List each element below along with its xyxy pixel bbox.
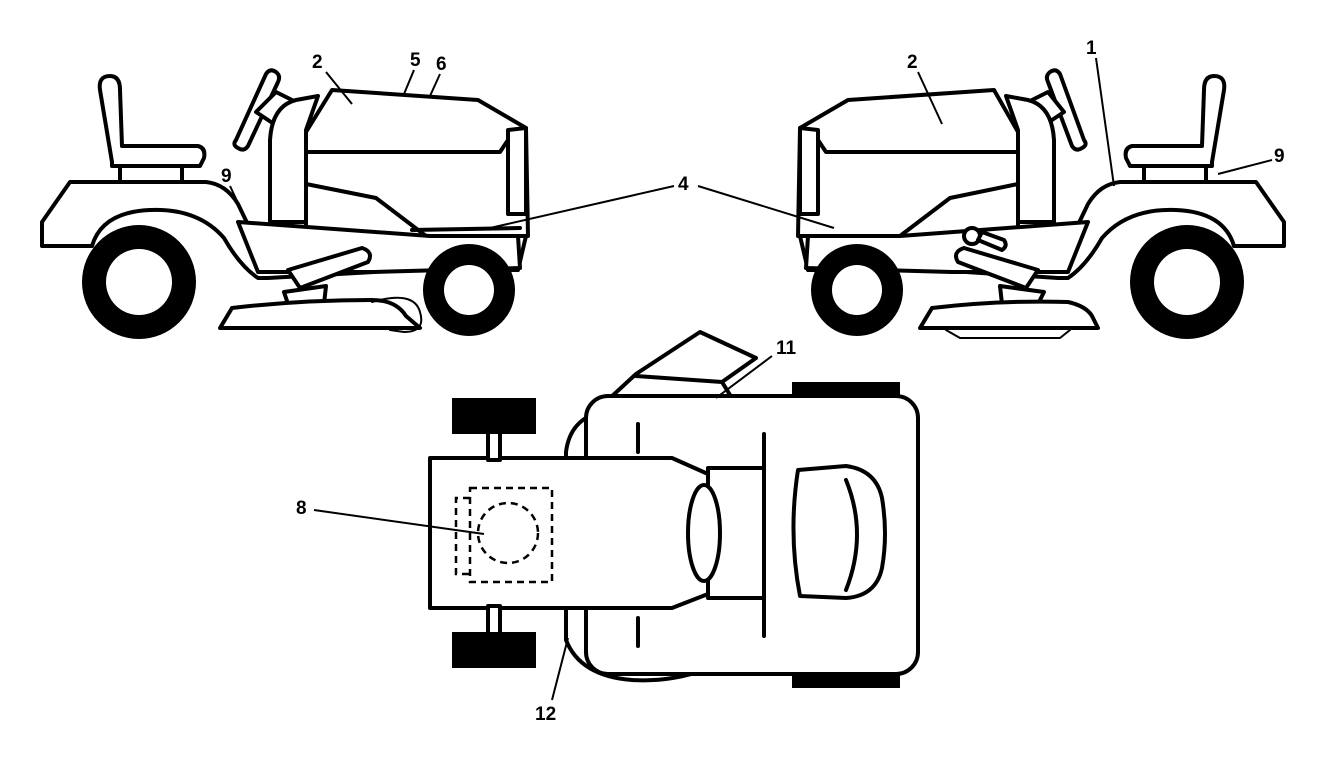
callout-label: 9	[221, 166, 232, 187]
left-side-view-tractor	[40, 68, 530, 339]
rear-tire-top	[792, 382, 900, 396]
steering-wheel	[1030, 68, 1088, 152]
pedal	[286, 246, 372, 290]
front-wheel-hub	[832, 265, 882, 315]
rear-fender	[958, 180, 1286, 280]
leader-left-9	[229, 185, 247, 221]
pedal	[954, 246, 1040, 290]
leader-11	[715, 355, 773, 399]
front-tire-bottom	[452, 632, 536, 668]
front-wheel-hub	[444, 265, 494, 315]
rear-wheel-hub	[1154, 249, 1220, 315]
leader-right-9	[1217, 159, 1273, 175]
mower-deck	[218, 284, 423, 333]
callout-label: 2	[907, 52, 918, 73]
callout-label: 11	[776, 338, 797, 359]
rear-fender	[40, 180, 382, 280]
callout-label: 2	[312, 52, 323, 73]
right-side-view-tractor	[796, 68, 1286, 339]
steering-wheel	[232, 68, 294, 152]
leader-right-1	[1095, 57, 1115, 187]
callout-label: 12	[535, 704, 556, 725]
rear-wheel-hub	[106, 249, 172, 315]
hood-top	[428, 456, 722, 610]
callout-label: 6	[436, 54, 447, 75]
leader-4-right	[697, 185, 835, 229]
rear-tire-bottom	[792, 674, 900, 688]
top-view-tractor	[428, 330, 920, 688]
callout-label: 5	[410, 50, 421, 71]
leader-left-5	[403, 69, 415, 95]
lift-lever	[962, 226, 1008, 252]
callout-label: 8	[296, 498, 307, 519]
front-tire-top	[452, 398, 536, 434]
callout-label: 1	[1086, 38, 1097, 59]
leader-lines	[229, 57, 1273, 701]
leader-12	[551, 637, 569, 701]
leader-left-2	[325, 71, 353, 105]
callout-label: 4	[678, 174, 689, 195]
seat	[1123, 74, 1227, 186]
seat	[97, 74, 207, 186]
callout-label: 9	[1274, 146, 1285, 167]
mower-deck	[918, 284, 1100, 339]
leader-8	[313, 509, 485, 535]
callout-labels: 2 5 6 9 4 2 1 9 11 8 12	[221, 38, 1285, 725]
leader-left-6	[429, 73, 441, 97]
leader-4-left	[489, 185, 675, 229]
leader-right-2	[917, 71, 943, 125]
seat-top	[791, 464, 887, 600]
front-axle	[452, 398, 536, 668]
